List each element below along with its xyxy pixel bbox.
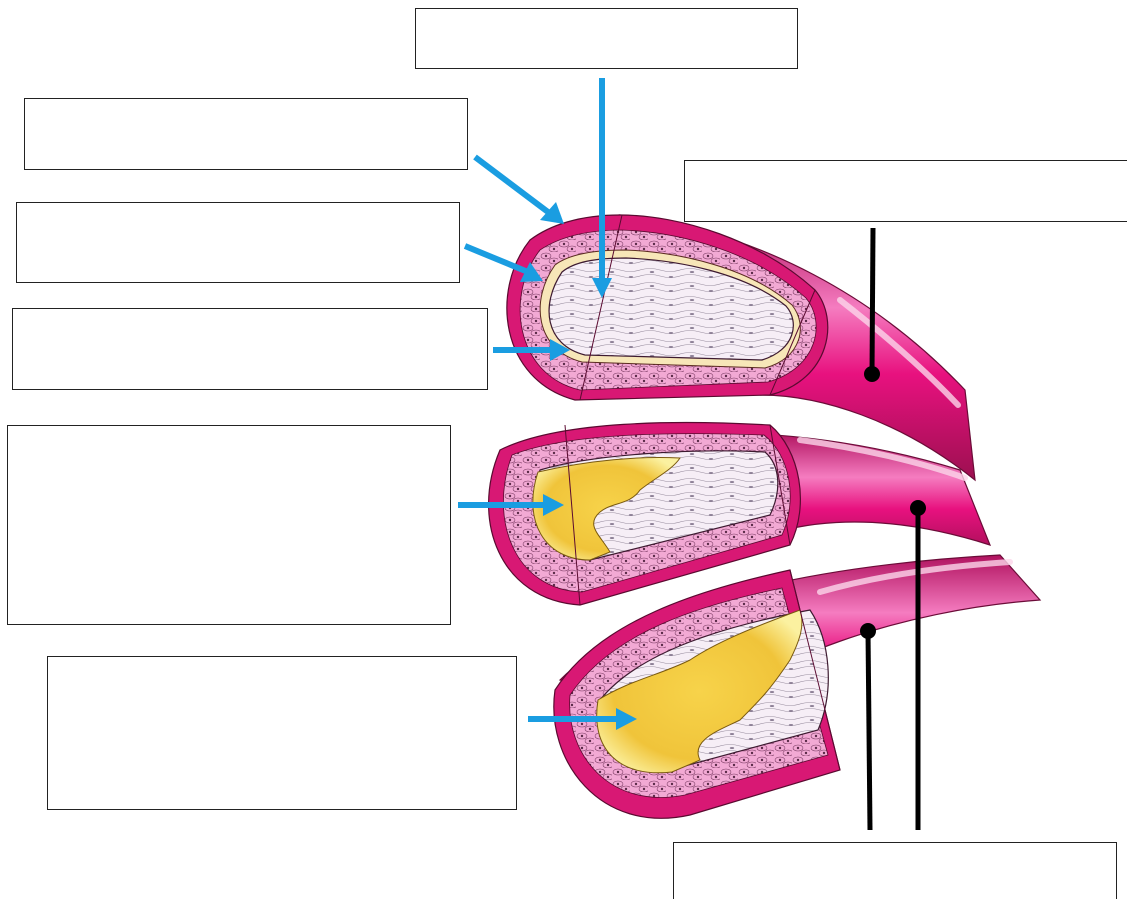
label-box-top-center[interactable]: [415, 8, 798, 69]
vessel-severe: [554, 555, 1040, 818]
leader-line-icon: [910, 500, 926, 830]
label-box-left-5[interactable]: [47, 656, 517, 810]
label-box-left-4[interactable]: [7, 425, 451, 625]
label-box-right-top[interactable]: [684, 160, 1127, 222]
leader-line-icon: [860, 623, 876, 830]
pointers: [860, 228, 926, 830]
arrows: [458, 78, 637, 730]
label-box-left-2[interactable]: [16, 202, 460, 283]
label-box-left-3[interactable]: [12, 308, 488, 390]
label-box-left-1[interactable]: [24, 98, 468, 170]
label-box-bottom-right[interactable]: [673, 842, 1117, 899]
blue-arrow-icon: [475, 157, 564, 224]
